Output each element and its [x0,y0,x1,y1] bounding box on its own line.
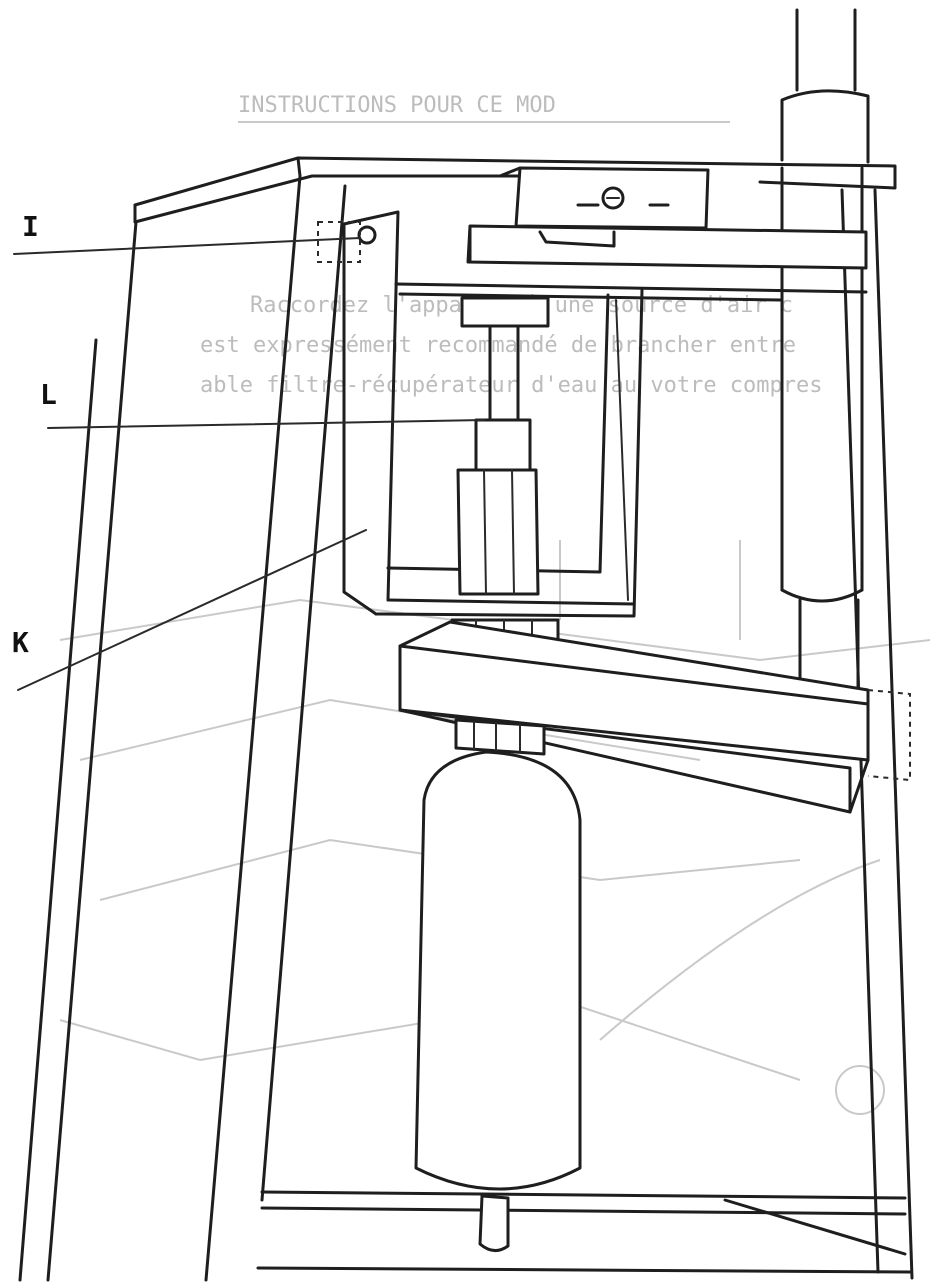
callout-l: L [40,378,57,411]
lower-beam [398,620,911,814]
upper-crossbar [394,282,868,302]
callout-labels: I L K [12,210,57,659]
leader-lines [13,237,485,691]
bleed-line-2: est expressément recommandé de brancher … [200,333,796,358]
supply-pipe [780,8,870,164]
callout-i: I [22,210,39,243]
bracket-k [317,210,644,618]
top-clamp [466,166,868,270]
leader-line-l [47,419,485,429]
leader-line-k [17,529,367,691]
leader-line-i [13,237,361,255]
outer-frame [18,156,914,1282]
bleed-line-3: able filtre-récupérateur d'eau au votre … [200,373,823,398]
bleed-heading: INSTRUCTIONS POUR CE MOD [238,93,556,118]
callout-k: K [12,626,29,659]
gas-cylinder [414,718,582,1252]
